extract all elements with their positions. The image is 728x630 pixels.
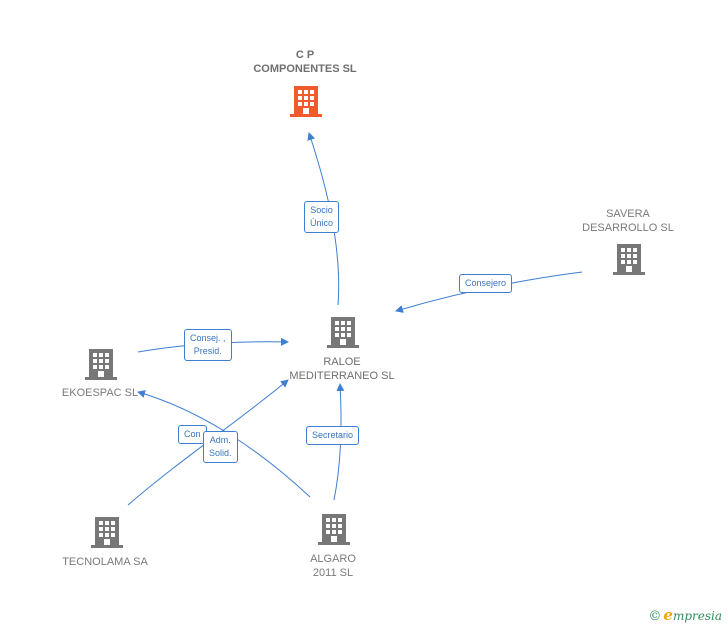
building-icon bbox=[290, 86, 322, 117]
building-icon bbox=[613, 244, 645, 275]
node-label-line: COMPONENTES SL bbox=[253, 63, 357, 75]
node-savera-desarrollo[interactable]: SAVERA DESARROLLO SL bbox=[582, 207, 674, 235]
edge-label-secretario: Secretario bbox=[306, 426, 360, 445]
brand-e: e bbox=[663, 606, 673, 624]
node-label-line: TECNOLAMA SA bbox=[62, 556, 148, 568]
node-label-line: C P bbox=[295, 49, 315, 61]
node-label-line: RALOE bbox=[323, 356, 361, 368]
node-cp-componentes[interactable]: C P COMPONENTES SL bbox=[253, 48, 356, 76]
building-icon bbox=[91, 517, 123, 548]
node-algaro-2011[interactable]: ALGARO 2011 SL bbox=[310, 552, 356, 580]
edge-label-consej-presid: Consej. , Presid. bbox=[184, 329, 232, 361]
edge-label-adm-solid: Adm. Solid. bbox=[203, 431, 238, 463]
node-label-line: SAVERA bbox=[606, 208, 650, 220]
building-icon bbox=[85, 349, 117, 380]
node-tecnolama[interactable]: TECNOLAMA SA bbox=[62, 555, 148, 569]
building-icon bbox=[318, 514, 350, 545]
building-icon bbox=[327, 317, 359, 348]
node-label-line: DESARROLLO SL bbox=[582, 222, 674, 234]
copyright-symbol: © bbox=[648, 609, 662, 624]
node-raloe-mediterraneo[interactable]: RALOE MEDITERRANEO SL bbox=[289, 355, 394, 383]
brand-logo[interactable]: ©empresia bbox=[648, 606, 722, 624]
node-label-line: ALGARO bbox=[310, 553, 356, 565]
node-ekoespac[interactable]: EKOESPAC SL bbox=[62, 386, 138, 400]
edge-label-consejero: Consejero bbox=[459, 274, 513, 293]
node-label-line: MEDITERRANEO SL bbox=[289, 370, 395, 382]
edge-label-socio-unico: Socio Único bbox=[304, 201, 340, 233]
node-label-line: 2011 SL bbox=[312, 567, 354, 579]
brand-name: mpresia bbox=[672, 609, 722, 623]
node-label-line: EKOESPAC SL bbox=[61, 387, 139, 399]
